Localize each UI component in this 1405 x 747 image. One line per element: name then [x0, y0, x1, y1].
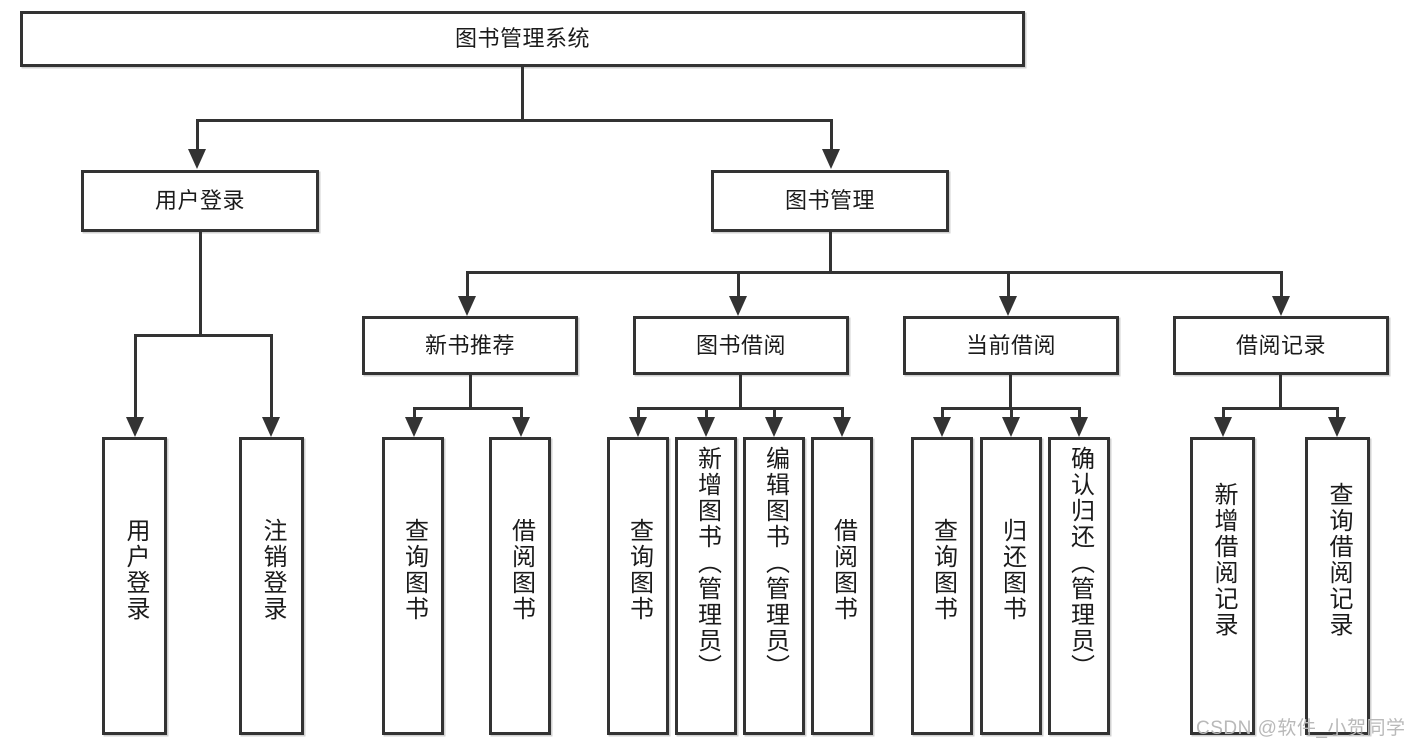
- edge-br-bar: [1222, 407, 1339, 410]
- node-label: 确认归还（管理员）: [1066, 446, 1094, 680]
- edge-book-management-stem: [829, 232, 832, 271]
- node-leaf-confirm-return-admin[interactable]: 确认归还（管理员）: [1048, 437, 1110, 735]
- edge-bb-to-leaf-3: [773, 407, 776, 419]
- arrowhead-bm-to-book-borrow: [729, 296, 747, 316]
- edge-bb-to-leaf-2: [705, 407, 708, 419]
- arrowhead-bb-leaf-3: [765, 417, 783, 437]
- edge-user-login-to-leaf-1: [134, 334, 137, 417]
- node-label: 归还图书: [998, 518, 1026, 622]
- edge-nbr-to-leaf-1: [413, 407, 416, 419]
- edge-bm-to-book-borrow: [737, 271, 740, 296]
- node-label: 图书管理: [784, 188, 875, 214]
- csdn-watermark: CSDN @软件_小贺同学: [1196, 718, 1405, 739]
- node-user-login[interactable]: 用户登录: [81, 170, 319, 232]
- node-label: 新书推荐: [424, 332, 515, 358]
- edge-root-bar: [196, 119, 833, 122]
- node-leaf-query-book-nbr[interactable]: 查询图书: [382, 437, 444, 735]
- node-leaf-edit-book-admin[interactable]: 编辑图书（管理员）: [743, 437, 805, 735]
- node-leaf-user-login[interactable]: 用户登录: [102, 437, 167, 735]
- edge-book-management-bar: [466, 271, 1283, 274]
- arrowhead-bb-leaf-2: [697, 417, 715, 437]
- edge-bb-to-leaf-1: [637, 407, 640, 419]
- node-label: 当前借阅: [965, 332, 1056, 358]
- node-leaf-logout[interactable]: 注销登录: [239, 437, 304, 735]
- node-label: 查询图书: [929, 518, 957, 622]
- edge-nbr-to-leaf-2: [520, 407, 523, 419]
- node-label: 编辑图书（管理员）: [761, 446, 789, 680]
- edge-user-login-bar: [134, 334, 270, 337]
- edge-cb-to-leaf-1: [941, 407, 944, 419]
- arrowhead-cb-leaf-2: [1002, 417, 1020, 437]
- node-leaf-borrow-book-bb[interactable]: 借阅图书: [811, 437, 873, 735]
- arrowhead-br-leaf-1: [1214, 417, 1232, 437]
- edge-nbr-stem: [469, 375, 472, 407]
- node-label: 用户登录: [121, 518, 149, 622]
- edge-nbr-bar: [413, 407, 523, 410]
- arrowhead-nbr-leaf-1: [405, 417, 423, 437]
- node-leaf-query-book-cb[interactable]: 查询图书: [911, 437, 973, 735]
- node-label: 查询借阅记录: [1324, 482, 1352, 638]
- edge-br-to-leaf-1: [1222, 407, 1225, 419]
- edge-br-to-leaf-2: [1336, 407, 1339, 419]
- edge-root-stem: [521, 67, 524, 119]
- node-label: 查询图书: [400, 518, 428, 622]
- arrowhead-user-login-leaf-1: [126, 417, 144, 437]
- arrowhead-root-to-user-login: [188, 149, 206, 169]
- arrowhead-cb-leaf-1: [933, 417, 951, 437]
- arrowhead-nbr-leaf-2: [512, 417, 530, 437]
- edge-user-login-stem: [199, 232, 202, 334]
- node-label: 图书管理系统: [454, 26, 590, 52]
- node-label: 查询图书: [625, 518, 653, 622]
- edge-bm-to-new-book: [466, 271, 469, 296]
- edge-bm-to-borrow-record: [1280, 271, 1283, 296]
- arrowhead-bm-to-current-borrow: [999, 296, 1017, 316]
- node-leaf-query-borrow-record[interactable]: 查询借阅记录: [1305, 437, 1370, 735]
- node-label: 新增图书（管理员）: [693, 446, 721, 680]
- node-leaf-add-borrow-record[interactable]: 新增借阅记录: [1190, 437, 1255, 735]
- edge-bb-stem: [739, 375, 742, 407]
- arrowhead-cb-leaf-3: [1070, 417, 1088, 437]
- edge-cb-to-leaf-3: [1078, 407, 1081, 419]
- node-new-book-recommend[interactable]: 新书推荐: [362, 316, 578, 375]
- node-label: 新增借阅记录: [1209, 482, 1237, 638]
- node-label: 注销登录: [258, 518, 286, 622]
- edge-cb-to-leaf-2: [1010, 407, 1013, 419]
- edge-root-to-user-login: [196, 119, 199, 149]
- edge-root-to-book-management: [830, 119, 833, 149]
- node-label: 借阅图书: [829, 518, 857, 622]
- arrowhead-br-leaf-2: [1328, 417, 1346, 437]
- arrowhead-user-login-leaf-2: [262, 417, 280, 437]
- node-book-management[interactable]: 图书管理: [711, 170, 949, 232]
- node-leaf-borrow-book-nbr[interactable]: 借阅图书: [489, 437, 551, 735]
- arrowhead-bb-leaf-1: [629, 417, 647, 437]
- node-current-borrow[interactable]: 当前借阅: [903, 316, 1119, 375]
- node-leaf-add-book-admin[interactable]: 新增图书（管理员）: [675, 437, 737, 735]
- arrowhead-bm-to-borrow-record: [1272, 296, 1290, 316]
- arrowhead-bm-to-new-book: [458, 296, 476, 316]
- node-leaf-query-book-bb[interactable]: 查询图书: [607, 437, 669, 735]
- edge-bb-bar: [637, 407, 844, 410]
- edge-cb-stem: [1009, 375, 1012, 407]
- node-label: 借阅记录: [1235, 332, 1326, 358]
- node-label: 图书借阅: [695, 332, 786, 358]
- node-borrow-record[interactable]: 借阅记录: [1173, 316, 1389, 375]
- node-label: 借阅图书: [507, 518, 535, 622]
- node-label: 用户登录: [154, 188, 245, 214]
- edge-bm-to-current-borrow: [1007, 271, 1010, 296]
- arrowhead-root-to-book-management: [822, 149, 840, 169]
- edge-br-stem: [1279, 375, 1282, 407]
- edge-user-login-to-leaf-2: [270, 334, 273, 417]
- node-root-book-management-system[interactable]: 图书管理系统: [20, 11, 1025, 67]
- node-leaf-return-book[interactable]: 归还图书: [980, 437, 1042, 735]
- arrowhead-bb-leaf-4: [833, 417, 851, 437]
- node-book-borrow[interactable]: 图书借阅: [633, 316, 849, 375]
- edge-bb-to-leaf-4: [841, 407, 844, 419]
